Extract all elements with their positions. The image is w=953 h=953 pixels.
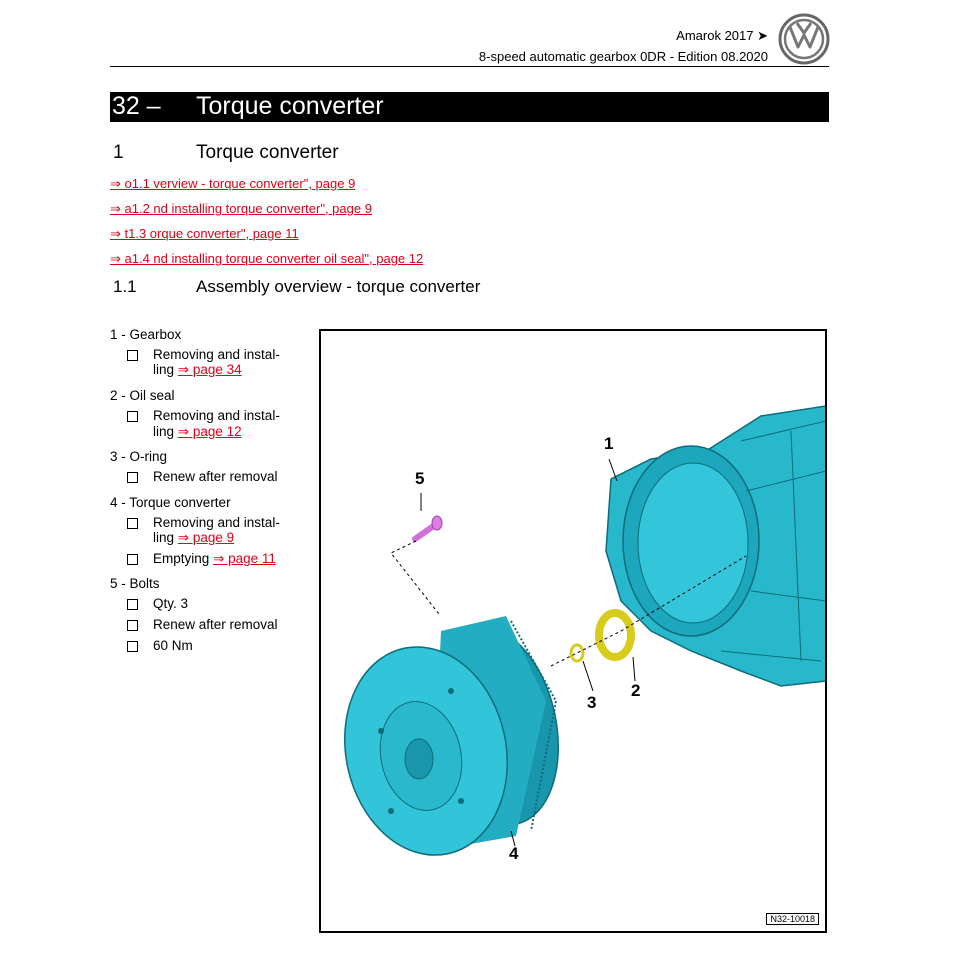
page-link[interactable]: ⇒ page 9 [177,530,235,545]
legend-text: ling [153,424,178,439]
legend-text-line: Emptying ⇒ page 11 [153,551,276,567]
callout-3: 3 [587,693,597,712]
legend-item-o-ring: 3 - O-ring [110,449,168,464]
legend-text-line: ling ⇒ page 12 [153,424,242,440]
subsection-title: Assembly overview - torque converter [196,277,481,296]
checkbox-icon [127,518,138,529]
legend-item-torque-converter: 4 - Torque converter [110,495,231,510]
o-ring-drawing [569,643,585,663]
callout-2: 2 [631,681,641,700]
legend-text-line: ling ⇒ page 34 [153,362,242,378]
legend-text: ling [153,530,178,545]
legend-item-gearbox: 1 - Gearbox [110,327,182,342]
section-number: 1 [113,142,124,163]
legend-text: Emptying [153,551,214,566]
legend-text: Removing and instal- [153,408,280,423]
legend-text-line: ling ⇒ page 9 [153,530,234,546]
chapter-title: Torque converter [196,92,384,120]
header-edition: 8-speed automatic gearbox 0DR - Edition … [478,49,768,64]
legend-item-bolts: 5 - Bolts [110,576,160,591]
checkbox-icon [127,411,138,422]
legend-text: ling [153,362,178,377]
figure-code: N32-10018 [766,913,819,925]
header-model: Amarok 2017 ➤ [676,28,768,43]
exploded-view-drawing [344,405,825,856]
callout-1: 1 [604,434,614,453]
bolt-drawing [412,515,443,542]
link-oil-seal[interactable]: ⇒ a1.4 nd installing torque converter oi… [110,251,424,266]
vw-logo-icon [778,13,830,65]
checkbox-icon [127,350,138,361]
exploded-view-figure: 1 2 3 4 5 N32-10018 [319,329,827,933]
subsection-number: 1.1 [113,277,137,296]
legend-text: 60 Nm [153,638,193,653]
legend-text: Removing and instal- [153,347,280,362]
checkbox-icon [127,472,138,483]
gearbox-housing-drawing [605,405,825,687]
legend-item-oil-seal: 2 - Oil seal [110,388,175,403]
legend-text: Renew after removal [153,469,278,484]
link-torque-converter[interactable]: ⇒ t1.3 orque converter", page 11 [110,226,299,241]
section-title: Torque converter [196,142,339,163]
link-overview[interactable]: ⇒ o1.1 verview - torque converter", page… [110,176,356,191]
checkbox-icon [127,641,138,652]
checkbox-icon [127,620,138,631]
chapter-number: 32 – [112,92,161,120]
checkbox-icon [127,599,138,610]
header-rule [110,66,829,67]
link-removing-installing[interactable]: ⇒ a1.2 nd installing torque converter", … [110,201,372,216]
oil-seal-drawing [595,609,635,661]
legend-text: Renew after removal [153,617,278,632]
legend-text: Removing and instal- [153,515,280,530]
page-link[interactable]: ⇒ page 12 [177,424,242,439]
page-link[interactable]: ⇒ page 11 [213,551,276,566]
checkbox-icon [127,554,138,565]
chapter-heading: 32 – Torque converter [110,92,829,122]
callout-5: 5 [415,469,425,488]
page-link[interactable]: ⇒ page 34 [177,362,242,377]
callout-4: 4 [509,844,519,863]
torque-converter-drawing [344,616,560,856]
legend-text: Qty. 3 [153,596,189,611]
